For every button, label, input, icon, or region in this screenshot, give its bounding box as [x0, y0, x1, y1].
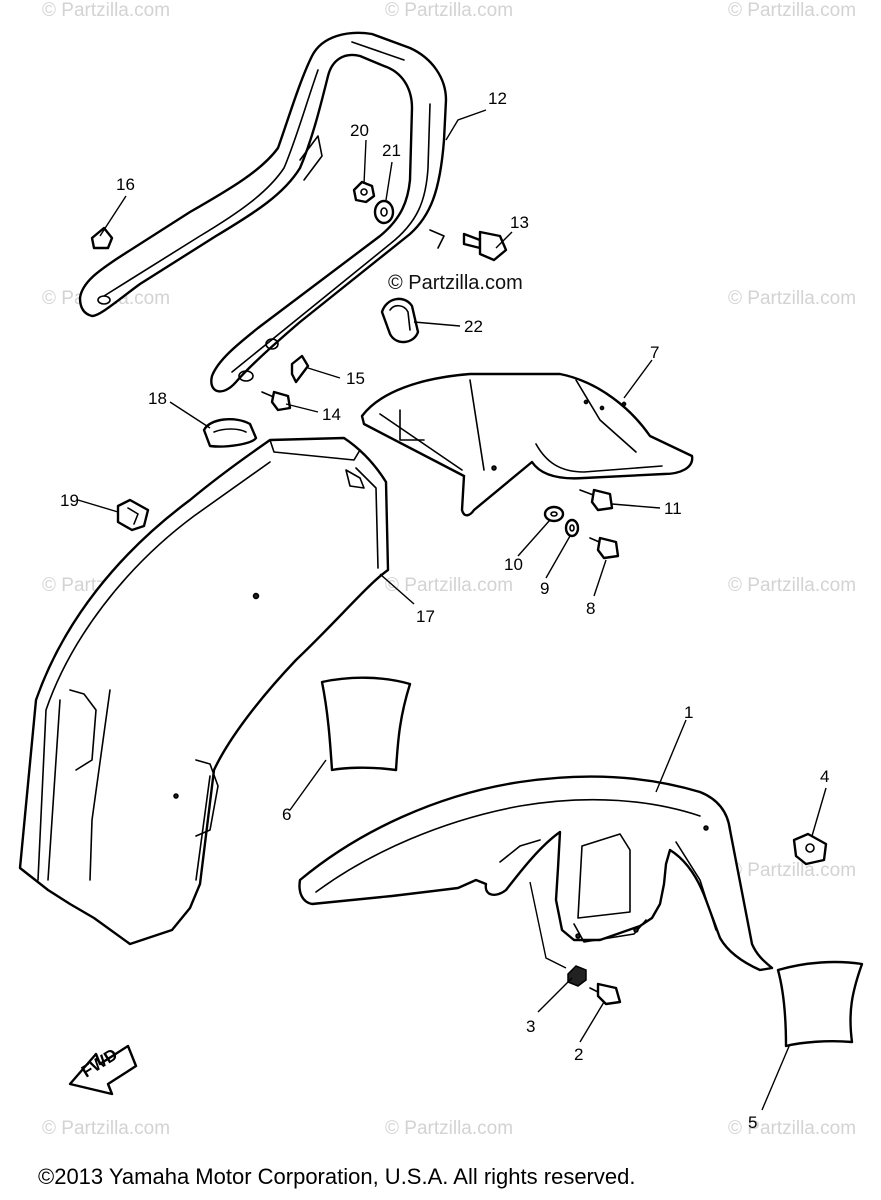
- part-15-clip: [290, 354, 310, 384]
- callout-10: 10: [504, 555, 523, 574]
- watermark: © Partzilla.com: [728, 1118, 857, 1139]
- part-3-nut: [567, 965, 587, 987]
- part-12-grab-bar: [78, 31, 448, 393]
- callout-1: 1: [684, 703, 693, 722]
- part-10-washer: [543, 505, 565, 523]
- callout-11: 11: [664, 499, 682, 518]
- callout-3: 3: [526, 1017, 535, 1036]
- part-1-front-fender: [298, 775, 774, 972]
- callout-2: 2: [574, 1045, 583, 1064]
- callout-6: 6: [282, 805, 291, 824]
- fwd-arrow-icon: FWD: [68, 1045, 138, 1096]
- part-4-bracket: [792, 832, 828, 866]
- callout-16: 16: [116, 175, 135, 194]
- callout-15: 15: [346, 369, 365, 388]
- part-2-bolt: [589, 982, 622, 1006]
- part-19-bracket: [116, 498, 150, 532]
- part-14-bolt: [261, 390, 292, 412]
- callout-8: 8: [586, 599, 595, 618]
- watermark: © Partzilla.com: [385, 575, 514, 596]
- watermark: © Partzilla.com: [42, 1118, 171, 1139]
- callout-4: 4: [820, 767, 829, 786]
- part-21-washer: [373, 199, 395, 225]
- callout-19: 19: [60, 491, 79, 510]
- callout-5: 5: [748, 1113, 757, 1132]
- watermark: © Partzilla.com: [42, 0, 171, 21]
- callout-9: 9: [540, 579, 549, 598]
- callout-22: 22: [464, 317, 483, 336]
- callout-18: 18: [148, 389, 167, 408]
- center-watermark: © Partzilla.com: [388, 272, 523, 294]
- callout-17: 17: [416, 607, 435, 626]
- watermark: © Partzilla.com: [728, 575, 857, 596]
- callout-7: 7: [650, 343, 659, 362]
- part-22-clamp: [380, 297, 420, 344]
- watermark: © Partzilla.com: [728, 860, 857, 881]
- callout-14: 14: [322, 405, 341, 424]
- part-13-bolt: [462, 230, 508, 262]
- part-8-bolt: [589, 536, 620, 560]
- copyright-footer: ©2013 Yamaha Motor Corporation, U.S.A. A…: [38, 1164, 636, 1189]
- callout-21: 21: [382, 141, 401, 160]
- callout-20: 20: [350, 121, 369, 140]
- callout-labels: 1 2 3 4 5 6 7 8 9 10 11 12 13 14 15 16 1…: [60, 89, 829, 1132]
- watermark: © Partzilla.com: [385, 0, 514, 21]
- part-18-grommet: [202, 418, 258, 448]
- callout-13: 13: [510, 213, 529, 232]
- part-7-rear-fender-flap: [360, 372, 694, 517]
- part-20-nut: [352, 180, 376, 204]
- watermark: © Partzilla.com: [728, 0, 857, 21]
- part-6-emblem: [320, 676, 412, 772]
- part-5-emblem: [776, 960, 864, 1048]
- part-11-bolt: [579, 488, 614, 512]
- part-17-rear-fender: [18, 436, 390, 946]
- watermark: © Partzilla.com: [728, 288, 857, 309]
- callout-12: 12: [488, 89, 507, 108]
- part-16-nut: [90, 226, 114, 250]
- leader-lines: [77, 109, 827, 1111]
- watermark: © Partzilla.com: [385, 1118, 514, 1139]
- part-9-lock-washer: [564, 518, 580, 538]
